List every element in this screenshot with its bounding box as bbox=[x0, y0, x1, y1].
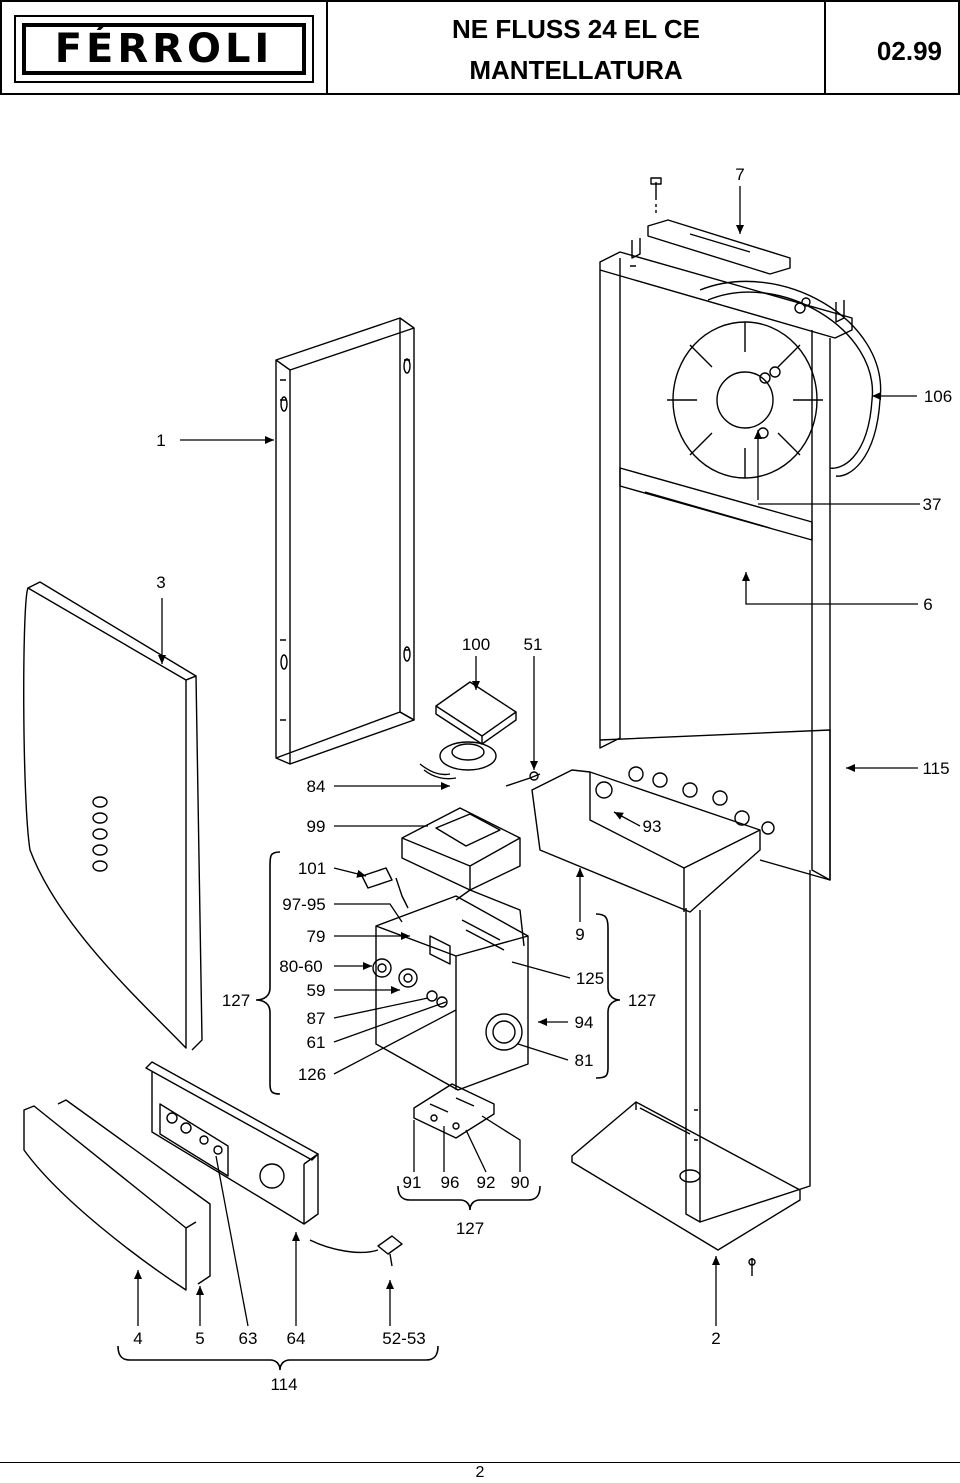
label-87: 87 bbox=[307, 1009, 326, 1028]
logo-cell: FÉRROLI bbox=[0, 0, 328, 95]
label-101: 101 bbox=[298, 859, 326, 878]
label-2: 2 bbox=[711, 1329, 720, 1348]
exploded-parts-diagram: 7 106 1 37 3 6 100 51 115 84 99 93 101 9… bbox=[23, 165, 952, 1394]
label-1: 1 bbox=[156, 431, 165, 450]
label-97-95: 97-95 bbox=[282, 895, 325, 914]
fan-housing-drawing bbox=[667, 280, 882, 479]
date-cell: 02.99 bbox=[824, 0, 960, 95]
label-63: 63 bbox=[239, 1329, 258, 1348]
page-number: 2 bbox=[475, 1464, 485, 1481]
front-cover-drawing bbox=[23, 581, 203, 1051]
label-61: 61 bbox=[307, 1033, 326, 1052]
label-4: 4 bbox=[133, 1329, 142, 1348]
label-91: 91 bbox=[403, 1173, 422, 1192]
base-casing-drawing bbox=[571, 870, 811, 1276]
ferroli-logo: FÉRROLI bbox=[14, 15, 314, 83]
bracket-115-drawing bbox=[531, 729, 831, 913]
label-114: 114 bbox=[270, 1375, 297, 1394]
label-51: 51 bbox=[524, 635, 543, 654]
label-127-left: 127 bbox=[222, 991, 250, 1010]
label-79: 79 bbox=[307, 927, 326, 946]
revision-date: 02.99 bbox=[876, 36, 942, 66]
section-title: MANTELLATURA bbox=[469, 55, 683, 85]
model-title: NE FLUSS 24 EL CE bbox=[451, 14, 701, 44]
panel-front-drawing bbox=[145, 1061, 319, 1225]
label-96: 96 bbox=[441, 1173, 460, 1192]
title-cell: NE FLUSS 24 EL CE MANTELLATURA bbox=[326, 0, 826, 95]
footer-rule bbox=[0, 1462, 960, 1463]
box-100-drawing bbox=[435, 681, 517, 745]
label-64: 64 bbox=[287, 1329, 306, 1348]
label-81: 81 bbox=[575, 1051, 594, 1070]
label-99: 99 bbox=[307, 817, 326, 836]
header: FÉRROLI NE FLUSS 24 EL CE MANTELLATURA 0… bbox=[0, 0, 960, 97]
label-37: 37 bbox=[923, 495, 942, 514]
label-126: 126 bbox=[298, 1065, 326, 1084]
side-frame-drawing bbox=[275, 317, 415, 765]
label-106: 106 bbox=[924, 387, 952, 406]
pressure-switch-drawing bbox=[419, 741, 497, 780]
label-80-60: 80-60 bbox=[279, 957, 322, 976]
screw-51-drawing bbox=[505, 771, 541, 787]
label-94: 94 bbox=[575, 1013, 594, 1032]
switch-52-53-drawing bbox=[309, 1235, 403, 1267]
label-3: 3 bbox=[156, 573, 165, 592]
label-7: 7 bbox=[735, 165, 744, 184]
main-frame-drawing bbox=[599, 238, 853, 881]
logo-text: FÉRROLI bbox=[54, 26, 274, 72]
small-parts-drawing bbox=[361, 867, 409, 909]
lower-flap-drawing bbox=[23, 1099, 211, 1291]
label-92: 92 bbox=[477, 1173, 496, 1192]
label-93: 93 bbox=[643, 817, 662, 836]
label-127-right: 127 bbox=[628, 991, 656, 1010]
label-90: 90 bbox=[511, 1173, 530, 1192]
label-59: 59 bbox=[307, 981, 326, 1000]
terminal-plate-drawing bbox=[413, 1083, 495, 1139]
label-9: 9 bbox=[575, 925, 584, 944]
control-panel-drawing bbox=[372, 889, 529, 1091]
label-125: 125 bbox=[576, 969, 604, 988]
control-cover-drawing bbox=[401, 807, 521, 891]
label-115: 115 bbox=[922, 759, 949, 778]
label-100: 100 bbox=[462, 635, 490, 654]
label-127-bottom: 127 bbox=[456, 1219, 484, 1238]
label-84: 84 bbox=[307, 777, 326, 796]
braces bbox=[117, 851, 621, 1371]
label-52-53: 52-53 bbox=[382, 1329, 425, 1348]
label-6: 6 bbox=[923, 595, 932, 614]
top-plate-drawing bbox=[647, 177, 791, 275]
label-5: 5 bbox=[195, 1329, 204, 1348]
